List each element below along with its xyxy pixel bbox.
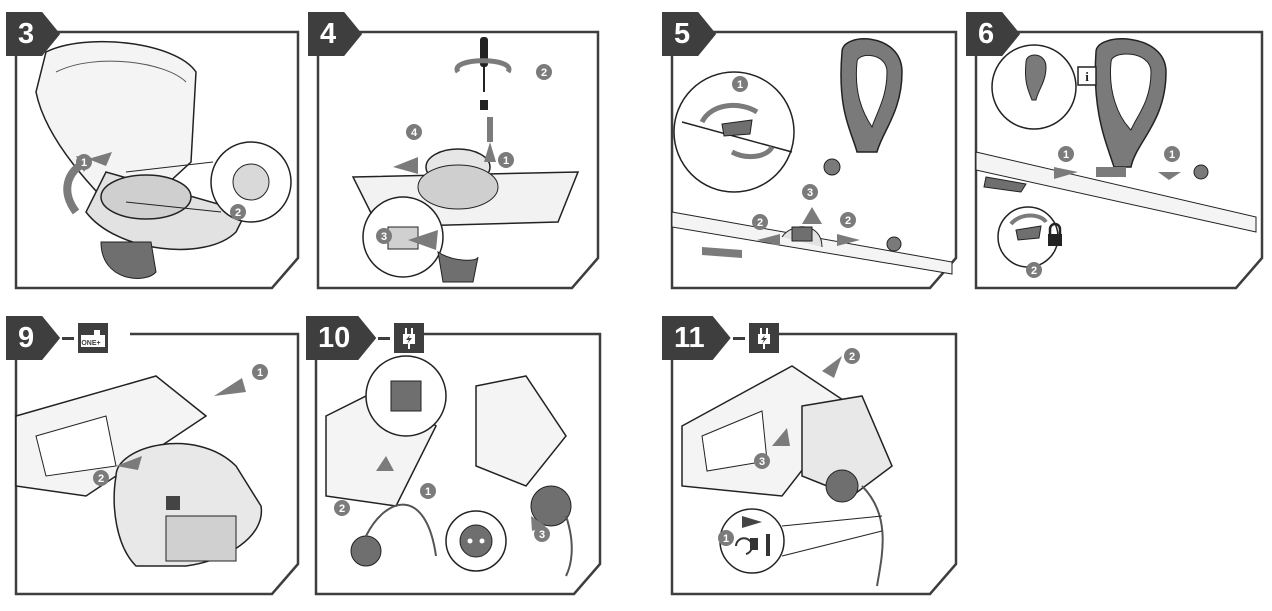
- callout-2: 2: [334, 500, 350, 516]
- step-number: 4: [308, 12, 362, 56]
- step-4-panel: 1 2 3 4 4: [308, 12, 604, 290]
- step-tag: 3: [6, 12, 60, 56]
- svg-text:1: 1: [503, 155, 509, 167]
- step-5-panel: 1 2 2 3 5: [662, 12, 962, 290]
- svg-text:2: 2: [1031, 265, 1037, 277]
- svg-text:2: 2: [757, 217, 763, 229]
- callout-4: 4: [406, 124, 422, 140]
- callout-1: 1: [252, 364, 268, 380]
- step-tag: 5: [662, 12, 716, 56]
- callout-2: 2: [93, 470, 109, 486]
- step-9-panel: 1 2 9 ONE+: [6, 316, 304, 596]
- step-number: 10: [306, 316, 376, 360]
- svg-text:2: 2: [98, 473, 104, 485]
- svg-text:1: 1: [81, 157, 87, 169]
- callout-1: 1: [1164, 146, 1180, 162]
- callout-3: 3: [534, 526, 550, 542]
- svg-text:2: 2: [235, 207, 241, 219]
- trimmer-head-guard-illustration: 1 2: [35, 40, 292, 279]
- callout-2: 2: [840, 212, 856, 228]
- svg-text:2: 2: [541, 67, 547, 79]
- callout-2: 2: [844, 348, 860, 364]
- svg-text:1: 1: [1169, 149, 1175, 161]
- step-tag: 10: [306, 316, 425, 360]
- svg-text:i: i: [1085, 69, 1089, 84]
- callout-1: 1: [732, 76, 748, 92]
- step-number: 3: [6, 12, 60, 56]
- power-plug-icon: [394, 323, 425, 353]
- callout-2: 2: [1026, 262, 1042, 278]
- info-icon: i: [1077, 66, 1097, 86]
- step-3-panel: 1 2 3: [6, 12, 304, 290]
- panel-frame: [974, 30, 1264, 290]
- panel-frame: [314, 332, 602, 596]
- svg-text:4: 4: [411, 127, 418, 139]
- callout-2: 2: [752, 214, 768, 230]
- svg-text:3: 3: [807, 187, 813, 199]
- callout-1: 1: [498, 152, 514, 168]
- panel-frame: [14, 332, 300, 596]
- panel-frame: [14, 30, 300, 290]
- step-number: 6: [966, 12, 1020, 56]
- step-tag: 6: [966, 12, 1020, 56]
- svg-text:2: 2: [849, 351, 855, 363]
- svg-text:3: 3: [539, 529, 545, 541]
- step-10-panel: 1 2 3 10: [306, 316, 606, 596]
- callout-1: 1: [718, 530, 734, 546]
- cord-plug-in-illustration: 1 2 3: [681, 348, 893, 587]
- panel-frame: [670, 332, 958, 596]
- step-number: 9: [6, 316, 60, 360]
- svg-text:ONE+: ONE+: [82, 340, 101, 347]
- step-11-panel: 1 2 3 11: [662, 316, 962, 596]
- callout-1: 1: [420, 483, 436, 499]
- svg-text:2: 2: [339, 503, 345, 515]
- callout-3: 3: [376, 228, 392, 244]
- step-number: 11: [662, 316, 731, 360]
- svg-text:3: 3: [381, 231, 387, 243]
- step-tag: 11: [662, 316, 779, 360]
- spool-screw-illustration: 1 2 3 4: [351, 37, 580, 283]
- svg-text:1: 1: [425, 486, 431, 498]
- panel-frame: [670, 30, 958, 290]
- callout-3: 3: [802, 184, 818, 200]
- step-number: 5: [662, 12, 716, 56]
- lock-icon: [1048, 222, 1062, 246]
- step-tag: 4: [308, 12, 362, 56]
- auxiliary-handle-illustration: 1 2 2 3: [671, 38, 953, 275]
- step-tag: 9 ONE+: [6, 316, 109, 360]
- power-plug-icon: [748, 323, 779, 353]
- battery-insertion-illustration: 1 2: [15, 364, 268, 567]
- callout-3: 3: [754, 453, 770, 469]
- callout-2: 2: [536, 64, 552, 80]
- one-plus-battery-icon: ONE+: [78, 323, 109, 353]
- handle-lock-illustration: i 1 1 2: [975, 38, 1257, 278]
- callout-2: 2: [230, 204, 246, 220]
- svg-text:3: 3: [759, 456, 765, 468]
- extension-cord-connection-illustration: 1 2 3: [325, 355, 573, 577]
- callout-1: 1: [1058, 146, 1074, 162]
- svg-text:2: 2: [845, 215, 851, 227]
- panel-frame: [316, 30, 600, 290]
- svg-text:1: 1: [737, 79, 743, 91]
- step-6-panel: i 1 1 2 6: [966, 12, 1268, 290]
- svg-text:1: 1: [257, 367, 263, 379]
- callout-1: 1: [76, 154, 92, 170]
- svg-text:1: 1: [723, 533, 729, 545]
- svg-text:1: 1: [1063, 149, 1069, 161]
